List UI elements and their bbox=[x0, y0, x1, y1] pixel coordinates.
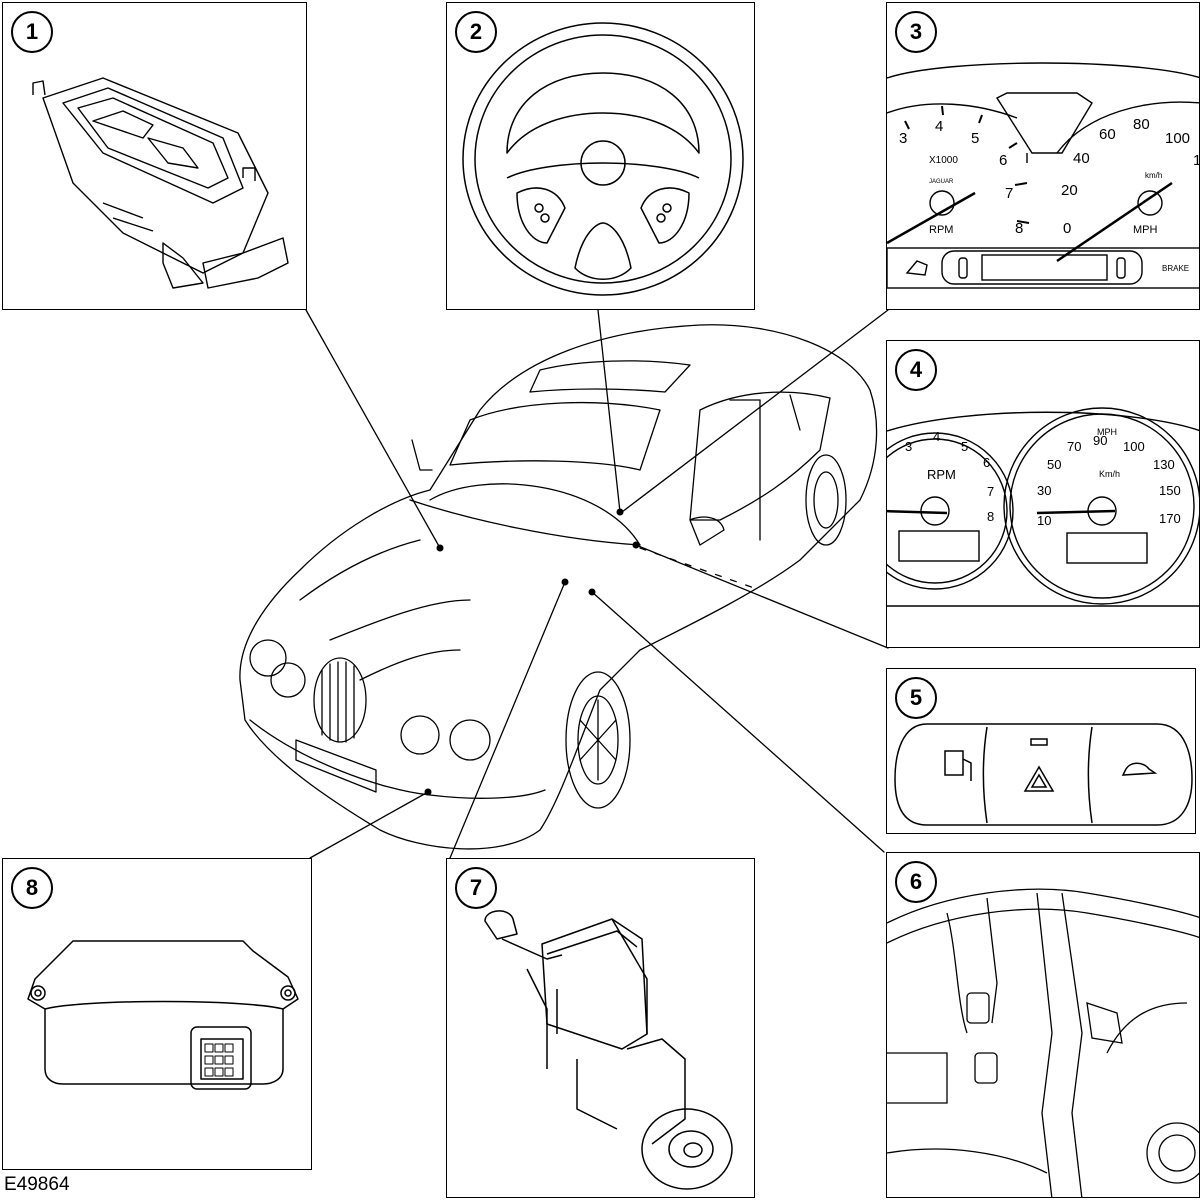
control-module-drawing bbox=[32, 77, 289, 289]
rpm-tick-6: 6 bbox=[983, 455, 990, 470]
pedal-switches-drawing bbox=[887, 888, 1199, 1197]
kmh-label: Km/h bbox=[1099, 469, 1120, 479]
speed-tick-10: 10 bbox=[1037, 513, 1051, 528]
panel-1-control-module: 1 bbox=[2, 2, 307, 310]
callout-badge-8: 8 bbox=[11, 867, 53, 909]
speed-tick-100: 100 bbox=[1123, 439, 1145, 454]
mph-label: MPH bbox=[1133, 224, 1158, 236]
rpm-tick-3: 3 bbox=[899, 130, 907, 147]
jaguar-label: JAGUAR bbox=[929, 179, 954, 185]
rpm-tick-8: 8 bbox=[987, 509, 994, 524]
panel-6-pedal-switches: 6 bbox=[886, 852, 1200, 1198]
switch-pack-drawing bbox=[894, 723, 1193, 826]
rpm-label: RPM bbox=[927, 467, 956, 482]
panel-3-instrument-cluster: 3 3 4 5 bbox=[886, 2, 1200, 310]
speed-tick-100: 100 bbox=[1165, 130, 1190, 147]
callout-badge-1: 1 bbox=[11, 11, 53, 53]
callout-badge-4: 4 bbox=[895, 349, 937, 391]
rpm-tick-7: 7 bbox=[1005, 185, 1013, 202]
speed-tick-170: 170 bbox=[1159, 511, 1181, 526]
speed-tick-70: 70 bbox=[1067, 439, 1081, 454]
callout-badge-5: 5 bbox=[895, 677, 937, 719]
panel-2-steering-wheel: 2 bbox=[446, 2, 755, 310]
panel-7-brake-switch: 7 bbox=[446, 858, 755, 1198]
rpm-gauge-ticks bbox=[904, 105, 1030, 224]
rpm-tick-4: 4 bbox=[933, 429, 940, 444]
rpm-tick-8: 8 bbox=[1015, 220, 1023, 237]
steering-wheel-drawing bbox=[462, 22, 744, 296]
speed-tick-40: 40 bbox=[1073, 150, 1090, 167]
module-drawing bbox=[27, 940, 299, 1090]
callout-badge-3: 3 bbox=[895, 11, 937, 53]
rpm-label: RPM bbox=[929, 224, 953, 236]
figure-reference: E49864 bbox=[4, 1174, 70, 1195]
callout-badge-6: 6 bbox=[895, 861, 937, 903]
speed-tick-1: 1 bbox=[1193, 152, 1200, 169]
speed-tick-130: 130 bbox=[1153, 457, 1175, 472]
callout-badge-7: 7 bbox=[455, 867, 497, 909]
callout-badge-2: 2 bbox=[455, 11, 497, 53]
speed-tick-0: 0 bbox=[1063, 220, 1071, 237]
panel-8-module: 8 bbox=[2, 858, 312, 1170]
instrument-cluster-drawing: 3 4 5 6 7 8 X1000 RPM JAGUAR 0 20 40 60 … bbox=[887, 62, 1200, 289]
panel-5-switch-pack: 5 bbox=[886, 668, 1196, 834]
speed-tick-20: 20 bbox=[1061, 182, 1078, 199]
rpm-multiplier: X1000 bbox=[929, 155, 958, 166]
instrument-cluster-alt-drawing: 3 4 5 6 7 8 RPM 10 30 50 70 90 100 130 1… bbox=[887, 407, 1199, 607]
rpm-tick-7: 7 bbox=[987, 484, 994, 499]
speed-tick-30: 30 bbox=[1037, 483, 1051, 498]
brake-label: BRAKE bbox=[1162, 264, 1189, 273]
rpm-tick-6: 6 bbox=[999, 152, 1007, 169]
rpm-tick-4: 4 bbox=[935, 118, 943, 135]
speed-tick-50: 50 bbox=[1047, 457, 1061, 472]
kmh-label: km/h bbox=[1145, 171, 1162, 180]
rpm-tick-3: 3 bbox=[905, 439, 912, 454]
panel-4-instrument-cluster: 4 3 4 5 6 7 8 RPM 10 30 50 70 bbox=[886, 340, 1200, 648]
brake-switch-drawing bbox=[484, 910, 733, 1190]
speed-tick-150: 150 bbox=[1159, 483, 1181, 498]
rpm-tick-5: 5 bbox=[961, 439, 968, 454]
mph-label: MPH bbox=[1097, 427, 1117, 437]
speed-tick-80: 80 bbox=[1133, 116, 1150, 133]
speed-tick-90: 90 bbox=[1093, 433, 1107, 448]
speed-tick-60: 60 bbox=[1099, 126, 1116, 143]
rpm-tick-5: 5 bbox=[971, 130, 979, 147]
